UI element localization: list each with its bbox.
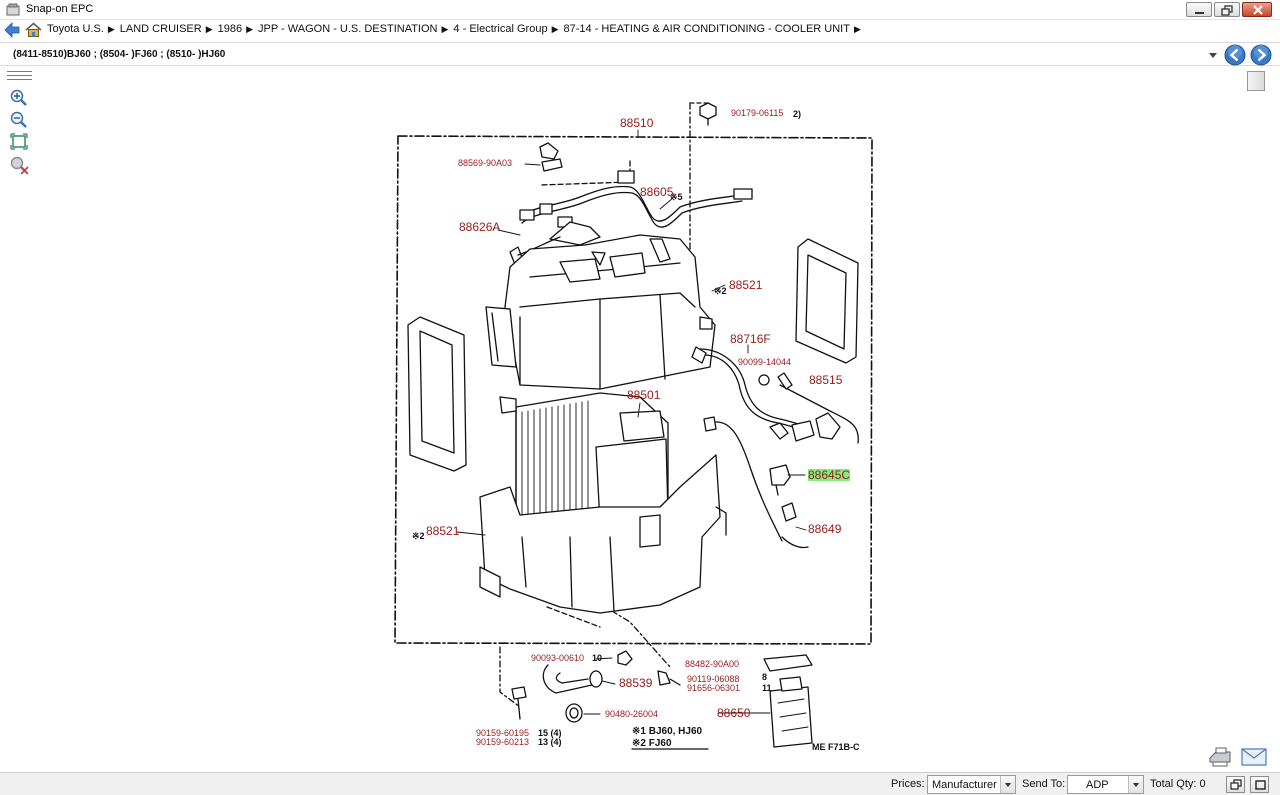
- minimize-icon: [1195, 12, 1204, 14]
- clear-zoom-icon[interactable]: [8, 155, 30, 175]
- cascade-windows-button[interactable]: [1226, 776, 1245, 793]
- breadcrumb-item-year[interactable]: 1986: [217, 23, 243, 35]
- home-icon[interactable]: [25, 22, 42, 38]
- breadcrumb-separator-icon: ▶: [853, 23, 861, 34]
- chevron-down-icon[interactable]: [1209, 53, 1217, 58]
- parts-diagram: [394, 102, 873, 750]
- breadcrumb: Toyota U.S. ▶ LAND CRUISER ▶ 1986 ▶ JPP …: [47, 23, 866, 35]
- breadcrumb-item-section[interactable]: 87-14 - HEATING & AIR CONDITIONING - COO…: [563, 23, 850, 35]
- breadcrumb-separator-icon: ▶: [551, 23, 559, 34]
- callout-90159-60213[interactable]: 90159-60213: [476, 737, 530, 747]
- callout-88539[interactable]: 88539: [619, 676, 653, 690]
- callout-88521-upper[interactable]: 88521: [729, 278, 763, 292]
- quantity-mark: 10: [592, 653, 603, 663]
- callout-88716F[interactable]: 88716F: [730, 332, 771, 346]
- quantity-mark: 15 (4): [538, 728, 562, 738]
- quantity-mark: 11: [762, 683, 772, 693]
- note-mark: ※2: [412, 531, 425, 541]
- callout-90099-14044[interactable]: 90099-14044: [738, 357, 792, 367]
- print-icon[interactable]: [1206, 746, 1234, 768]
- prices-selected-value: Manufacturer: [932, 779, 997, 791]
- close-icon: [1253, 5, 1263, 15]
- previous-page-button[interactable]: [1224, 44, 1246, 66]
- send-to-selected-value: ADP: [1086, 779, 1109, 791]
- quantity-mark: 2): [793, 109, 802, 119]
- chevron-down-icon[interactable]: [1000, 776, 1015, 793]
- callout-88649[interactable]: 88649: [808, 522, 842, 536]
- callout-88510[interactable]: 88510: [620, 116, 654, 130]
- callout-90159-60195[interactable]: 90159-60195: [476, 728, 530, 738]
- breadcrumb-separator-icon: ▶: [246, 23, 254, 34]
- chevron-down-icon[interactable]: [1128, 776, 1143, 793]
- diagram-viewer[interactable]: 88510 90179-06115 88569-90A03 88605 8862…: [40, 67, 1268, 771]
- callout-90179-06115[interactable]: 90179-06115: [731, 108, 784, 118]
- callout-88645C-highlighted[interactable]: 88645C: [808, 468, 851, 482]
- note-mark: ※5: [670, 192, 683, 202]
- breadcrumb-item-body[interactable]: JPP - WAGON - U.S. DESTINATION: [258, 23, 438, 35]
- send-to-select[interactable]: ADP: [1067, 775, 1144, 794]
- callout-88650[interactable]: 88650: [717, 706, 751, 720]
- callout-88569-90A03[interactable]: 88569-90A03: [458, 158, 513, 168]
- callout-90480-26004[interactable]: 90480-26004: [605, 709, 659, 719]
- maximize-icon: [1255, 780, 1266, 790]
- fit-to-window-icon[interactable]: [8, 132, 30, 152]
- variant-bar: (8411-8510)BJ60 ; (8504- )FJ60 ; (8510- …: [0, 42, 1280, 66]
- next-page-button[interactable]: [1250, 44, 1272, 66]
- callout-88515[interactable]: 88515: [809, 373, 843, 387]
- callout-91656-06301[interactable]: 91656-06301: [687, 683, 741, 693]
- minimize-button[interactable]: [1186, 2, 1212, 17]
- callout-88482-90A00[interactable]: 88482-90A00: [685, 659, 740, 669]
- callout-90093-00610[interactable]: 90093-00610: [531, 653, 585, 663]
- breadcrumb-separator-icon: ▶: [205, 23, 213, 34]
- status-bar: Prices: Manufacturer Send To: ADP Total …: [0, 772, 1280, 795]
- restore-button[interactable]: [1214, 2, 1240, 17]
- breadcrumb-item-make[interactable]: Toyota U.S.: [47, 23, 104, 35]
- toolbar-grip-icon[interactable]: [7, 71, 32, 80]
- prices-select[interactable]: Manufacturer: [927, 775, 1016, 794]
- restore-icon: [1221, 5, 1233, 16]
- zoom-in-icon[interactable]: [8, 88, 30, 108]
- breadcrumb-bar: Toyota U.S. ▶ LAND CRUISER ▶ 1986 ▶ JPP …: [0, 20, 1280, 41]
- callout-88605[interactable]: 88605: [640, 185, 674, 199]
- variant-selected-value: (8411-8510)BJ60 ; (8504- )FJ60 ; (8510- …: [13, 49, 226, 60]
- callout-88501[interactable]: 88501: [627, 388, 661, 402]
- back-arrow-icon[interactable]: [4, 22, 20, 38]
- legend-note-1: ※1 BJ60, HJ60: [632, 726, 703, 737]
- send-to-label: Send To:: [1022, 778, 1066, 790]
- total-quantity: Total Qty: 0: [1150, 778, 1206, 790]
- quantity-mark: 8: [762, 672, 768, 682]
- callout-88521-lower[interactable]: 88521: [426, 524, 460, 538]
- legend-note-2: ※2 FJ60: [632, 738, 672, 749]
- breadcrumb-separator-icon: ▶: [107, 23, 115, 34]
- vertical-scrollbar[interactable]: [1247, 71, 1265, 91]
- breadcrumb-item-model[interactable]: LAND CRUISER: [119, 23, 202, 35]
- breadcrumb-item-group[interactable]: 4 - Electrical Group: [453, 23, 548, 35]
- window-title: Snap-on EPC: [26, 3, 94, 15]
- quantity-mark: 13 (4): [538, 737, 562, 747]
- maximize-pane-button[interactable]: [1250, 776, 1269, 793]
- title-bar: Snap-on EPC: [0, 0, 1280, 20]
- close-button[interactable]: [1242, 2, 1272, 17]
- variant-select[interactable]: (8411-8510)BJ60 ; (8504- )FJ60 ; (8510- …: [4, 45, 1218, 64]
- callout-90119-06088[interactable]: 90119-06088: [687, 674, 740, 684]
- breadcrumb-separator-icon: ▶: [441, 23, 449, 34]
- cascade-icon: [1230, 779, 1242, 790]
- email-icon[interactable]: [1240, 746, 1268, 768]
- zoom-out-icon[interactable]: [8, 110, 30, 130]
- prices-label: Prices:: [891, 778, 925, 790]
- illustration-code: ME F71B-C: [812, 742, 860, 752]
- note-mark: ※2: [714, 286, 727, 296]
- callout-88626A[interactable]: 88626A: [459, 220, 501, 234]
- app-icon: [6, 3, 20, 16]
